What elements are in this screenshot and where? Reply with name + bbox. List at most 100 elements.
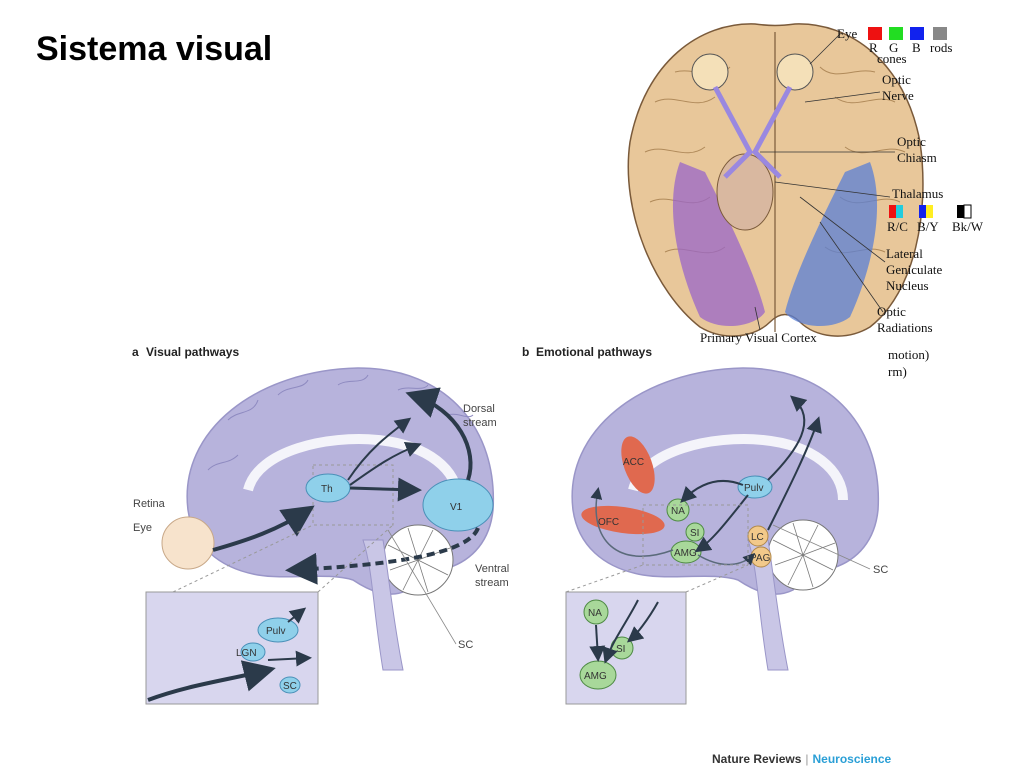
left-visual-pathway-region [672, 162, 765, 327]
th-branch-arrow-2 [349, 442, 422, 486]
label-optic-rad-2: Radiations [877, 320, 933, 335]
node-pulv-b [737, 475, 773, 499]
label-optic-nerve-1: Optic [882, 72, 911, 87]
label-na-inset: NA [588, 608, 602, 619]
label-eye-a: Eye [133, 522, 152, 534]
optic-nerve-left [712, 85, 754, 179]
by-swatch-blue [919, 205, 926, 218]
inset-b-arrow-1 [602, 599, 639, 664]
label-si-inset: SI [616, 644, 625, 655]
label-si: SI [690, 528, 699, 539]
label-lc: LC [751, 532, 764, 543]
ventral-stream-arrow [285, 527, 480, 585]
amg-loop-arrow [590, 487, 674, 557]
label-thalamus: Thalamus [892, 186, 943, 201]
corpus-callosum-a [243, 434, 463, 501]
node-sc-inset-a [279, 676, 301, 694]
pulv-to-amg-arrow [694, 494, 749, 553]
label-v1: V1 [450, 502, 463, 513]
label-rods: rods [930, 40, 952, 55]
label-r: R [869, 40, 878, 55]
inset-a-main-arrow [147, 660, 276, 702]
label-optic-chiasm-1: Optic [897, 134, 926, 149]
label-optic-chiasm-2: Chiasm [897, 150, 937, 165]
label-optic-nerve-2: Nerve [882, 88, 914, 103]
slide-title: Sistema visual [36, 30, 273, 68]
label-pulv-b: Pulv [744, 483, 763, 494]
label-ventral-1: Ventral [475, 563, 509, 575]
footer-separator: | [805, 752, 809, 766]
dorsal-stream-arrow [405, 387, 473, 481]
label-ventral-2: stream [475, 577, 509, 589]
panel-a-letter: a [132, 345, 139, 359]
brain-underside-shape [627, 23, 924, 337]
rc-swatch-cyan [896, 205, 903, 218]
rc-swatch-red [889, 205, 896, 218]
green-cone-swatch [889, 27, 903, 40]
right-visual-pathway-region [785, 162, 878, 327]
sc-leader-b [772, 524, 871, 570]
eye-a [161, 516, 215, 570]
inset-source-box-a [312, 464, 394, 526]
label-ofc: OFC [598, 517, 619, 528]
right-eye [776, 53, 814, 91]
lc-to-cortex-arrow [767, 416, 822, 531]
inset-connector-a-1 [172, 524, 314, 593]
brainstem-a [362, 539, 404, 671]
amg-to-pag-arrow [697, 552, 756, 566]
label-cones: cones [877, 51, 907, 66]
inset-source-box-b [642, 504, 749, 566]
node-pulv-a [257, 617, 299, 643]
bkw-swatch-black [957, 205, 964, 218]
journal-name: Nature Reviews [712, 752, 802, 766]
pulv-to-cortex-arrow [767, 395, 808, 481]
label-sc-a: SC [458, 639, 473, 651]
label-lgn-1: Lateral [886, 246, 923, 261]
label-amg: AMG [674, 548, 697, 559]
blue-cone-swatch [910, 27, 924, 40]
brain-underside-figure: Eye R G B rods cones Optic Nerve Optic C… [627, 23, 984, 379]
label-na: NA [671, 506, 685, 517]
by-swatch-yellow [926, 205, 933, 218]
label-bkw: Bk/W [952, 219, 984, 234]
leader-lines [754, 33, 895, 331]
emotional-pathways-panel: b Emotional pathways ACC OFC NA SI AMG P… [522, 345, 888, 705]
panel-b-title: Emotional pathways [536, 345, 652, 359]
label-retina: Retina [133, 498, 166, 510]
cortex-folds-a [207, 374, 474, 471]
left-eye [691, 53, 729, 91]
label-sc-inset-a: SC [283, 681, 297, 692]
label-pag: PAG [750, 553, 771, 564]
label-primary-visual-cortex: Primary Visual Cortex [700, 330, 817, 345]
label-th: Th [321, 484, 333, 495]
label-sc-b: SC [873, 564, 888, 576]
node-na [666, 498, 690, 522]
label-lgn-2: Geniculate [886, 262, 943, 277]
node-lc [747, 525, 769, 547]
visual-pathways-panel: a Visual pathways Th V1 Dorsal stream Re… [132, 345, 509, 705]
sc-leader-a [387, 529, 457, 645]
node-na-inset [583, 599, 609, 625]
inset-b-arrow-2 [589, 624, 606, 662]
journal-credit: Nature Reviews|Neuroscience [712, 752, 891, 766]
optic-nerve-right [751, 85, 793, 179]
th-branch-arrow-1 [347, 417, 412, 481]
journal-section: Neuroscience [812, 752, 892, 766]
inset-connector-a-2 [317, 524, 394, 593]
label-motion: motion) [888, 347, 929, 362]
label-lgn: LGN [236, 648, 257, 659]
label-b: B [912, 40, 921, 55]
th-to-v1-arrow [349, 477, 422, 502]
panel-a-title: Visual pathways [146, 345, 239, 359]
pulv-to-na-arrow [680, 480, 744, 503]
brainstem [716, 153, 774, 231]
label-optic-rad-1: Optic [877, 304, 906, 319]
label-pulv-a: Pulv [266, 626, 285, 637]
node-ofc [581, 505, 665, 535]
brainstem-b [747, 539, 789, 671]
node-v1 [422, 478, 494, 532]
label-lgn-3: Nucleus [886, 278, 929, 293]
label-g: G [889, 40, 898, 55]
bkw-swatch-white [963, 204, 972, 219]
inset-connector-b-1 [565, 564, 644, 593]
